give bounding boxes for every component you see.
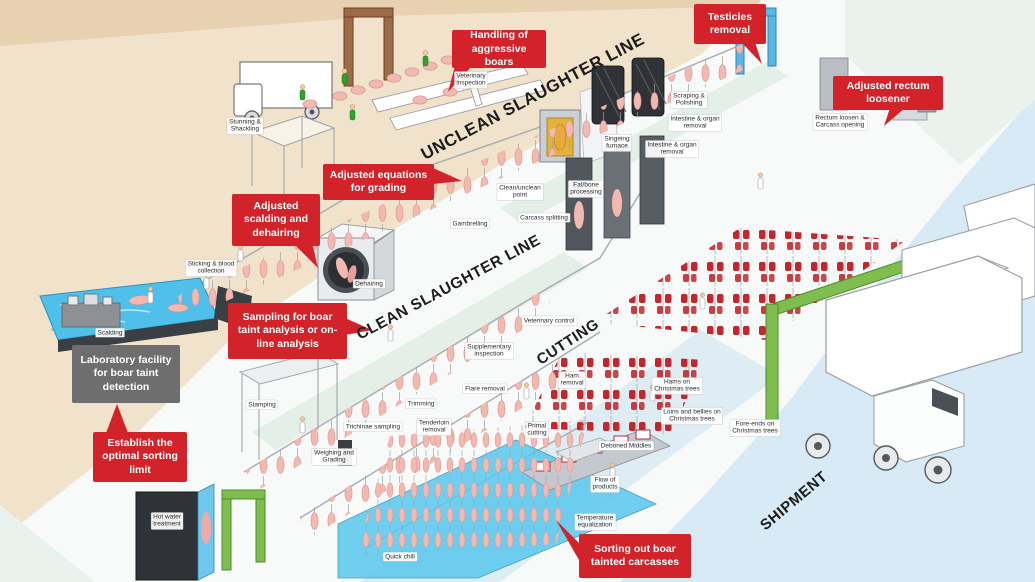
station-label-dehairing: Dehairing	[353, 279, 385, 289]
callout-handling-aggressive-boars: Handling of aggressive boars	[452, 29, 546, 68]
hot-water-cabinet	[135, 483, 215, 581]
station-label-fore-ends-trees: Fore-ends on Christmas trees	[730, 419, 780, 437]
callout-adjusted-scalding-dehairing: Adjusted scalding and dehairing	[232, 194, 320, 246]
callout-sampling-boar-taint: Sampling for boar taint analysis or on- …	[228, 303, 347, 359]
station-label-flare: Flare removal	[463, 384, 507, 394]
christmas-tree-racks-a	[594, 228, 906, 340]
station-label-intestine-2: Intestine & organ removal	[645, 140, 699, 158]
station-label-trichinae: Trichinae sampling	[343, 422, 403, 432]
station-label-supplementary: Supplementary inspection	[465, 342, 513, 360]
station-label-fat-bone: Fat/bone processing	[568, 180, 604, 198]
station-label-stunning: Stunning & Shackling	[227, 117, 263, 135]
station-label-temp-eq: Temperature equalization	[574, 513, 616, 531]
station-label-clean-unclean: Clean/unclean point	[497, 183, 543, 201]
callout-adjusted-rectum-loosener: Adjusted rectum loosener	[833, 76, 943, 110]
station-label-primal: Primal cutting	[525, 421, 549, 439]
splitting-robots	[565, 135, 665, 251]
station-label-rectum-opening: Rectum loosen & Carcass opening	[813, 113, 867, 131]
station-label-singeing: Singeing furnace	[602, 134, 632, 152]
callout-laboratory-facility: Laboratory facility for boar taint detec…	[72, 345, 180, 403]
station-label-flow: Flow of products	[590, 475, 620, 493]
callout-establish-sorting-limit: Establish the optimal sorting limit	[93, 432, 187, 482]
station-label-scraping: Scraping & Polishing	[671, 91, 707, 109]
station-label-deboned: Deboned Middles	[598, 441, 654, 451]
station-label-vet-control: Veterinary control	[521, 316, 577, 326]
station-label-intestine-1: Intestine & organ removal	[668, 114, 722, 132]
station-label-trimming: Trimming	[405, 399, 437, 409]
station-label-weighing: Weighing and Grading	[312, 448, 356, 466]
station-label-scalding: Scalding	[95, 328, 125, 338]
station-label-ham-removal: Ham removal	[558, 371, 586, 389]
hanging-carcasses	[178, 44, 748, 556]
station-label-loins-trees: Loins and bellies on Christmas trees	[661, 407, 723, 425]
station-label-stamping: Stamping	[246, 400, 278, 410]
chill-gate-green	[221, 489, 266, 571]
laboratory-bench	[61, 293, 121, 328]
station-label-hot-water: Hot water treatment	[151, 512, 183, 530]
station-label-gambrelling: Gambrelling	[450, 219, 490, 229]
station-label-tenderloin: Tenderloin removal	[417, 418, 451, 436]
callout-adjusted-equations-grading: Adjusted equations for grading	[323, 164, 434, 200]
shipment-truck	[805, 255, 1023, 484]
station-label-quick-chill: Quick chill	[383, 552, 417, 562]
station-label-splitting: Carcass splitting	[518, 213, 570, 223]
callout-sorting-out-tainted: Sorting out boar tainted carcasses	[579, 534, 691, 578]
station-label-hams-trees: Hams on Christmas trees	[652, 377, 702, 395]
station-label-sticking: Sticking & blood collection	[185, 259, 237, 277]
callout-testicles-removal: Testicles removal	[694, 4, 766, 44]
station-label-vet-inspection: Veterinary inspection	[454, 71, 488, 89]
